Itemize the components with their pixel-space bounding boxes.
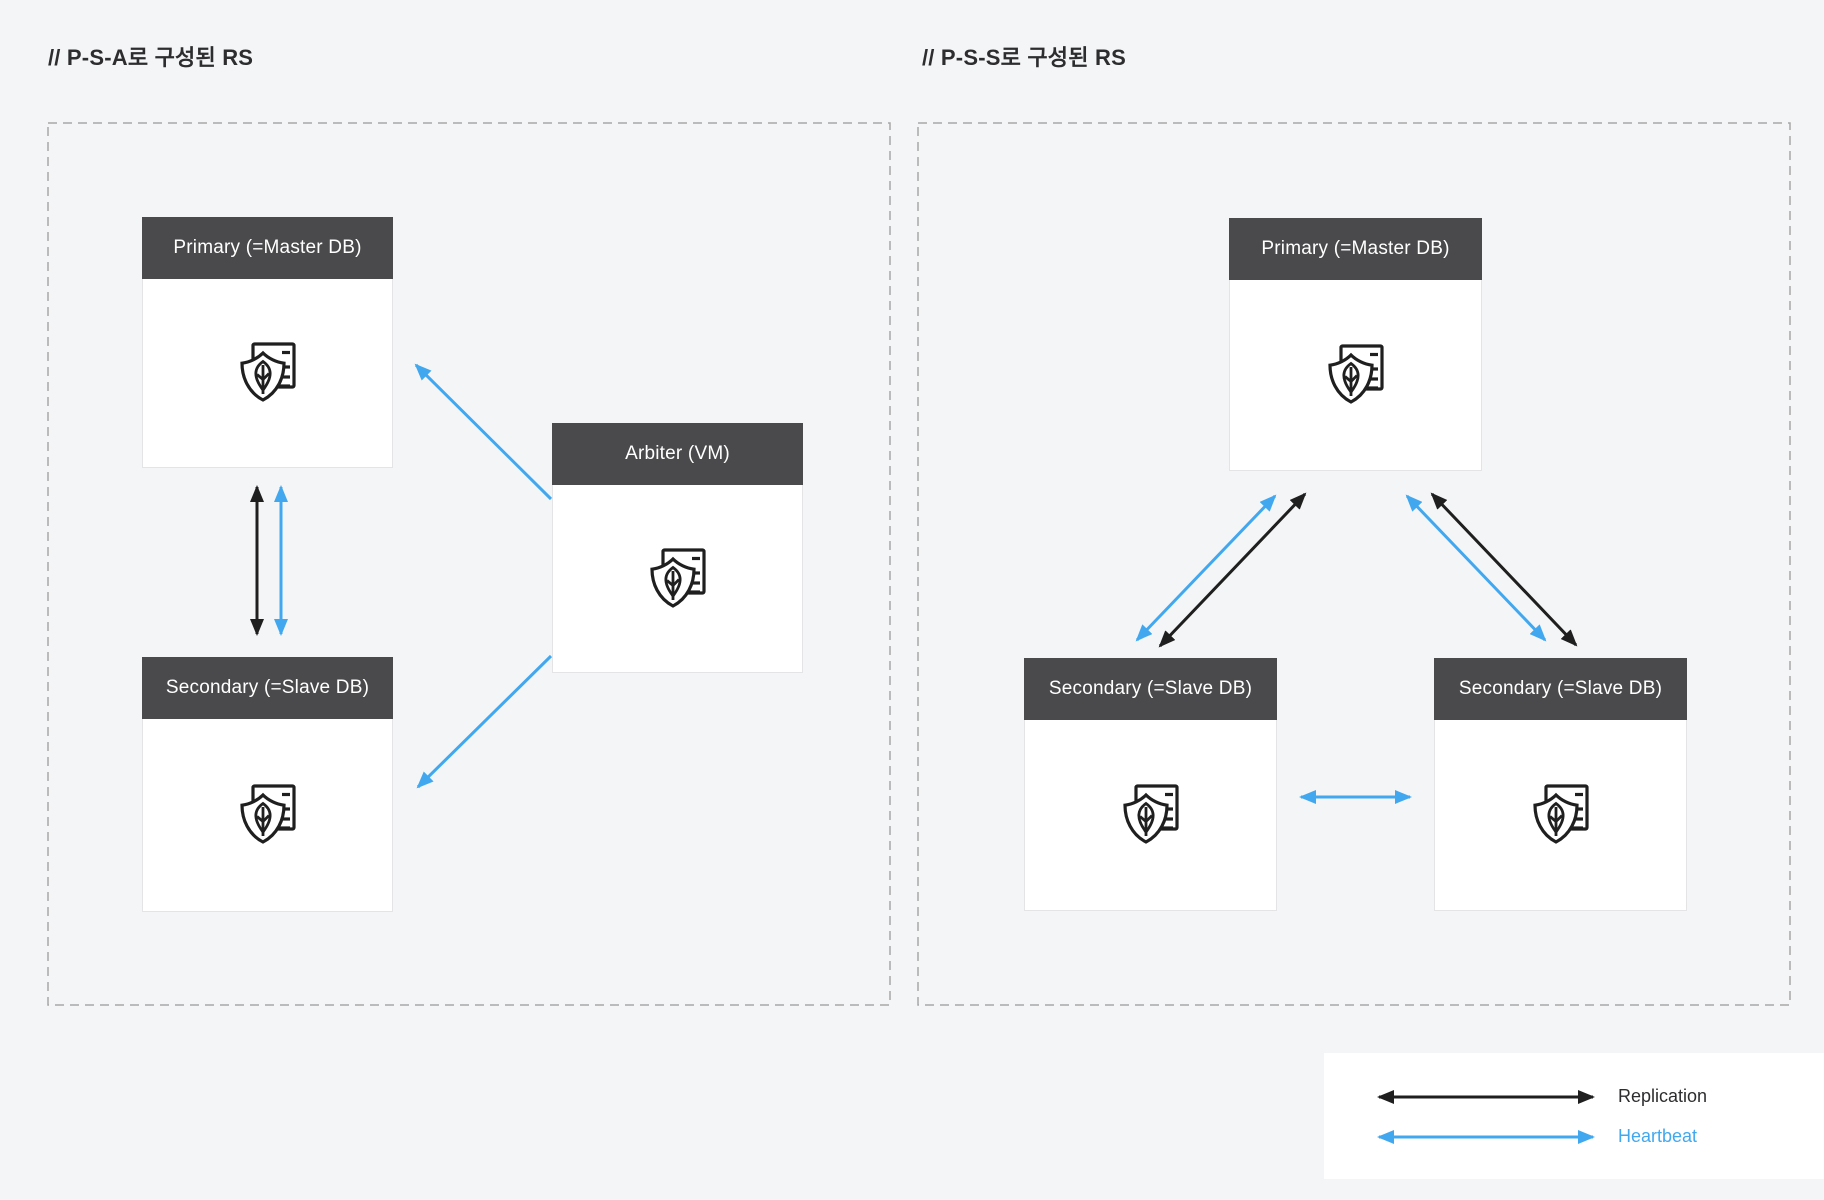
psa-secondary-label: Secondary (=Slave DB) — [142, 657, 393, 719]
pss-panel-title: // P-S-S로 구성된 RS — [922, 45, 1126, 70]
mongodb-server-icon — [1122, 784, 1179, 844]
psa-heartbeat-arrow-arbiter-primary — [414, 363, 553, 501]
pss-primary-body — [1230, 280, 1481, 470]
psa-primary-body — [143, 279, 392, 467]
legend-heartbeat-label: Heartbeat — [1618, 1126, 1698, 1146]
psa-secondary-body — [143, 719, 392, 911]
psa-primary-node: Primary (=Master DB) — [142, 217, 393, 468]
pss-primary-node: Primary (=Master DB) — [1229, 218, 1482, 471]
mongodb-server-icon — [649, 547, 706, 608]
mongodb-server-icon — [1327, 344, 1384, 404]
psa-secondary-node: Secondary (=Slave DB) — [142, 657, 393, 912]
psa-arbiter-label: Arbiter (VM) — [552, 423, 803, 485]
pss-secondary-right-node: Secondary (=Slave DB) — [1434, 658, 1687, 911]
pss-replication-arrow-primary-secondary-right — [1430, 492, 1578, 647]
pss-secondary-left-body — [1025, 720, 1276, 910]
pss-primary-label: Primary (=Master DB) — [1229, 218, 1482, 280]
pss-replication-arrow-primary-secondary-left — [1158, 492, 1307, 648]
mongodb-server-icon — [239, 784, 296, 844]
psa-primary-label: Primary (=Master DB) — [142, 217, 393, 279]
psa-panel-title: // P-S-A로 구성된 RS — [48, 45, 254, 70]
pss-heartbeat-arrow-primary-secondary-left — [1135, 494, 1277, 642]
mongodb-server-icon — [1532, 784, 1589, 844]
mongodb-server-icon — [239, 342, 296, 402]
legend-replication-label: Replication — [1618, 1086, 1708, 1106]
pss-secondary-right-label: Secondary (=Slave DB) — [1434, 658, 1687, 720]
psa-arbiter-node: Arbiter (VM) — [552, 423, 803, 673]
pss-secondary-right-body — [1435, 720, 1686, 910]
pss-secondary-left-node: Secondary (=Slave DB) — [1024, 658, 1277, 911]
pss-heartbeat-arrow-primary-secondary-right — [1405, 494, 1547, 642]
pss-secondary-left-label: Secondary (=Slave DB) — [1024, 658, 1277, 720]
legend: Replication Heartbeat — [1324, 1053, 1824, 1179]
psa-arbiter-body — [553, 485, 802, 672]
psa-heartbeat-arrow-arbiter-secondary — [416, 654, 553, 789]
